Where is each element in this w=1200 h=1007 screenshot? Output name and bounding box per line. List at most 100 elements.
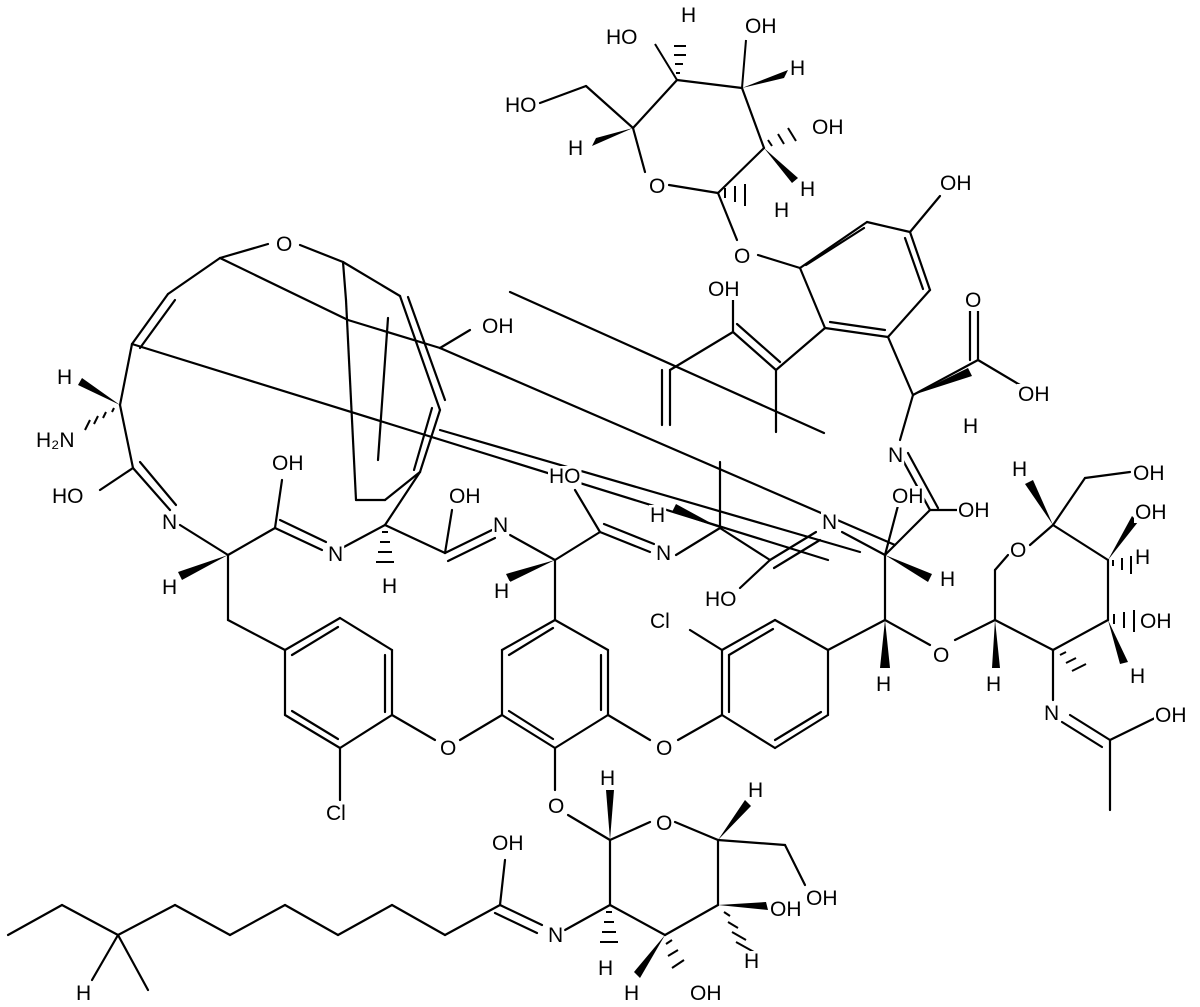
amide-oh-left: HO	[52, 485, 84, 508]
hexose-h-5: H	[774, 199, 789, 222]
label-knockout	[327, 544, 345, 565]
label-knockout	[789, 58, 807, 79]
sugar3-h-5: H	[624, 982, 639, 1005]
sugar2-h-1: H	[1012, 458, 1027, 481]
sugar2-n: N	[1044, 702, 1059, 725]
sugar3-oh-2: OH	[690, 982, 722, 1005]
n-6: N	[888, 444, 903, 467]
label-knockout	[75, 983, 93, 1004]
hexose-oh-1: HO	[606, 26, 638, 49]
hexose-oh-4: HO	[505, 94, 537, 117]
ether-o-2: O	[656, 737, 672, 760]
label-knockout	[567, 138, 585, 159]
hexose-oh-3: OH	[812, 116, 844, 139]
hexose-o-ring: O	[649, 175, 665, 198]
chain-h: H	[76, 982, 91, 1005]
label-knockout	[547, 796, 566, 817]
sugar3-oh-ch2: OH	[806, 887, 838, 910]
hexose-h-2: H	[790, 57, 805, 80]
h-left: H	[57, 366, 72, 389]
n-3: N	[493, 514, 508, 537]
right-aryl-bonds	[676, 618, 932, 750]
label-knockout	[1134, 547, 1152, 568]
label-knockout	[271, 453, 305, 474]
label-knockout	[56, 367, 74, 388]
label-knockout	[805, 888, 839, 909]
bottom-sugar-hashes	[600, 911, 755, 969]
label-knockout	[680, 5, 698, 26]
label-knockout	[1129, 666, 1147, 687]
label-knockout	[891, 486, 925, 507]
label-knockout	[51, 486, 85, 507]
label-knockout	[1017, 384, 1051, 405]
ether-o-3: O	[548, 795, 564, 818]
n-2: N	[328, 543, 343, 566]
label-knockout	[1132, 463, 1166, 484]
enol-oh: OH	[708, 278, 740, 301]
bridge-bonds	[98, 242, 897, 562]
label-knockout	[744, 16, 778, 37]
bridge-oh: OH	[482, 315, 514, 338]
sugar3-oh-1: OH	[770, 898, 802, 921]
nh2-hash	[84, 407, 115, 431]
amide-oh-4: HO	[549, 465, 581, 488]
n-left: N	[162, 511, 177, 534]
label-knockout	[939, 569, 957, 590]
label-knockout	[1043, 703, 1061, 724]
enol-bonds	[508, 290, 827, 435]
cl-2: Cl	[326, 802, 346, 825]
label-knockout	[875, 674, 893, 695]
sugar3-h-3: H	[744, 950, 759, 973]
sugar2-h-2: H	[1135, 546, 1150, 569]
h-e: H	[940, 568, 955, 591]
ether-o-1: O	[440, 737, 456, 760]
label-knockout	[704, 589, 738, 610]
label-knockout	[821, 512, 839, 533]
label-knockout	[747, 780, 765, 801]
n-5: N	[822, 511, 837, 534]
label-knockout	[649, 505, 667, 526]
label-knockout	[1134, 502, 1168, 523]
label-knockout	[448, 486, 482, 507]
alpha-h: H	[963, 415, 978, 438]
label-knockout	[811, 117, 845, 138]
label-knockout	[648, 176, 667, 197]
sugar3-h-4: H	[598, 957, 613, 980]
label-knockout	[161, 577, 179, 598]
label-knockout	[547, 925, 565, 946]
acid-oh-2: OH	[958, 499, 990, 522]
label-knockout	[1011, 459, 1029, 480]
acyl-oh: OH	[492, 832, 524, 855]
top-hexose-hashes	[654, 39, 797, 206]
label-knockout	[769, 899, 803, 920]
sugar2-h-3: H	[1130, 665, 1145, 688]
amide-oh-5: HO	[705, 588, 737, 611]
central-aryl-bonds	[458, 618, 652, 792]
h-benzylic: H	[876, 673, 891, 696]
label-knockout	[932, 645, 951, 666]
acid-oh: OH	[1018, 383, 1050, 406]
amide-oh-2: OH	[272, 452, 304, 475]
hexose-h-1: H	[681, 4, 696, 27]
label-knockout	[597, 958, 615, 979]
sugar3-h-1: H	[600, 767, 615, 790]
right-sugar-bonds	[953, 470, 1157, 812]
h-c: H	[494, 580, 509, 603]
bridge-o: O	[276, 233, 292, 256]
label-knockout	[599, 768, 617, 789]
label-knockout	[1139, 611, 1173, 632]
sugar3-h-2: H	[748, 779, 763, 802]
label-knockout	[799, 179, 817, 200]
right-sugar-hashes	[1059, 556, 1135, 672]
label-knockout	[504, 95, 538, 116]
acetyl-oh: OH	[1155, 704, 1187, 727]
h-a: H	[162, 576, 177, 599]
backbone-bonds	[178, 451, 977, 652]
label-knockout	[1009, 540, 1028, 561]
label-knockout	[957, 500, 991, 521]
hexose-h-3: H	[800, 178, 815, 201]
glycosidic-o: O	[933, 644, 949, 667]
label-knockout	[35, 430, 76, 451]
label-knockout	[548, 466, 582, 487]
